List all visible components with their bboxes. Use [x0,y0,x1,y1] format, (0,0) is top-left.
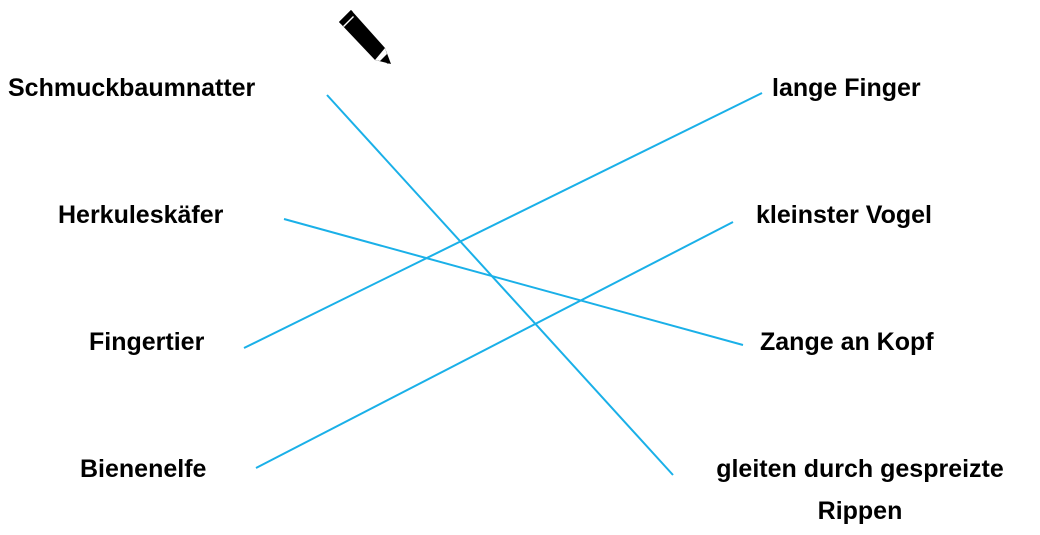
match-line-herkuleskaefer [283,218,744,346]
match-line-bienenelfe [255,221,734,469]
match-line-schmuckbaumnatter [326,94,674,476]
left-term-bienenelfe: Bienenelfe [80,455,207,483]
right-term-gleiten-durch-gespreizte-rippen: gleiten durch gespreizte Rippen [690,454,1030,526]
left-term-schmuckbaumnatter: Schmuckbaumnatter [8,74,256,102]
match-line-fingertier [243,92,763,349]
pencil-icon [339,10,391,64]
right-term-lange-finger: lange Finger [772,74,921,102]
left-term-fingertier: Fingertier [89,328,205,356]
right-term-zange-an-kopf: Zange an Kopf [760,328,934,356]
right-term-kleinster-vogel: kleinster Vogel [756,201,932,229]
left-term-herkuleskaefer: Herkuleskäfer [58,201,224,229]
right-term-line-2: Rippen [817,497,903,525]
right-term-line-1: gleiten durch gespreizte [716,455,1004,483]
